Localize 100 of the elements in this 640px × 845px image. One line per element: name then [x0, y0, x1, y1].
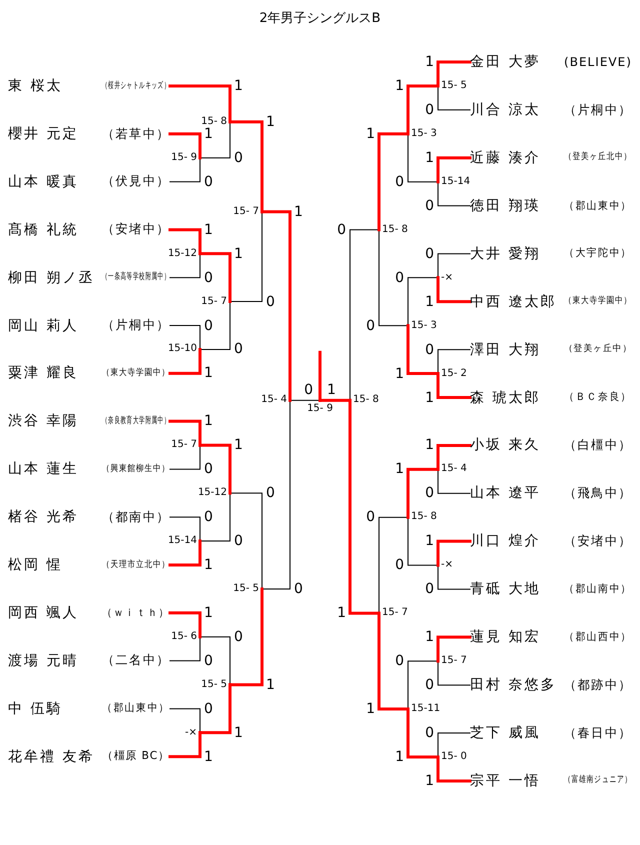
bracket-line: [170, 708, 200, 734]
bracket-line: [170, 516, 200, 542]
player-name: 蓮見 知宏: [470, 630, 540, 644]
bracket-line: [438, 732, 470, 758]
team-name: （興東館柳生中）: [102, 464, 170, 474]
player-name: 楮谷 光希: [8, 510, 78, 524]
bracket-line: [198, 444, 232, 495]
result-number: 1: [204, 750, 213, 764]
match-score: 15- 8: [382, 224, 408, 235]
result-number: 0: [234, 630, 243, 644]
bracket-line: [170, 444, 200, 470]
team-name: （片桐中）: [102, 319, 170, 332]
player-name: 宗平 一悟: [470, 774, 540, 788]
result-number: 1: [234, 726, 243, 740]
player-name: 渡場 元晴: [8, 654, 78, 668]
match-score: 15- 8: [353, 395, 379, 406]
match-score: -×: [441, 560, 453, 570]
bracket-line: [438, 253, 470, 278]
team-name: （郡山西中）: [564, 632, 632, 642]
player-name: 中西 遼太郎: [470, 294, 556, 309]
bracket-line: [436, 156, 472, 184]
bracket-line: [378, 612, 410, 711]
player-name: 川口 煌介: [470, 534, 540, 548]
bracket-line: [290, 400, 320, 401]
bracket-line: [168, 420, 202, 447]
bracket-line: [350, 229, 380, 401]
player-name: 青砥 大地: [470, 582, 540, 596]
bracket-line: [436, 60, 472, 88]
result-number: 1: [425, 390, 434, 404]
bracket-line: [436, 372, 472, 399]
result-number: 0: [337, 222, 346, 237]
bracket-line: [438, 181, 470, 206]
result-number: 0: [395, 558, 404, 572]
result-number: 0: [204, 174, 213, 189]
result-number: 0: [425, 678, 434, 692]
match-score: 15-12: [198, 488, 227, 498]
result-number: 1: [395, 462, 404, 476]
bracket-line: [168, 611, 202, 638]
match-score: 15- 8: [411, 512, 437, 522]
bracket-line: [230, 211, 262, 302]
bracket-line: [260, 210, 292, 402]
bracket-line: [408, 133, 438, 182]
player-name: 東 桜太: [8, 79, 62, 93]
result-number: 0: [204, 702, 213, 716]
player-name: 中 伍騎: [8, 702, 62, 716]
result-number: 0: [366, 510, 375, 524]
player-name: 櫻井 元定: [8, 126, 78, 141]
match-score: 15- 5: [201, 680, 227, 690]
player-name: 岡山 莉人: [8, 318, 78, 332]
bracket-line: [170, 325, 200, 350]
bracket-line: [168, 132, 202, 160]
team-name: （安堵中）: [564, 534, 632, 548]
team-name: （登美ヶ丘北中）: [564, 153, 632, 162]
bracket-line: [170, 253, 200, 278]
player-name: 田村 奈悠多: [470, 678, 556, 692]
match-score: 15- 7: [382, 608, 408, 618]
result-number: 0: [425, 486, 434, 500]
match-score: 15- 5: [233, 584, 259, 594]
bracket-line: [406, 324, 440, 376]
result-number: 0: [425, 246, 434, 261]
result-number: 1: [266, 114, 275, 129]
team-name: （桜井シャトルキッズ）: [102, 82, 170, 90]
bracket-line: [436, 540, 472, 567]
bracket-line: [170, 636, 200, 662]
result-number: 0: [425, 342, 434, 357]
match-score: -×: [185, 728, 197, 738]
team-name: （東大寺学園中）: [564, 297, 632, 306]
team-name: （奈良教育大学附属中）: [102, 416, 170, 426]
player-name: 川合 涼太: [470, 102, 540, 117]
bracket-line: [230, 492, 262, 590]
team-name: （若草中）: [102, 128, 170, 140]
result-number: 1: [425, 294, 434, 309]
result-number: 0: [425, 198, 434, 213]
result-number: 1: [204, 126, 213, 141]
result-number: 0: [395, 174, 404, 189]
result-number: 0: [204, 462, 213, 476]
team-name: （登美ヶ丘中）: [564, 345, 632, 354]
match-score: 15- 7: [171, 440, 197, 450]
bracket-line: [318, 398, 352, 402]
team-name: （片桐中）: [564, 104, 632, 116]
bracket-line: [408, 660, 438, 710]
team-name: （大宇陀中）: [564, 248, 632, 259]
bracket-line: [438, 468, 470, 494]
bracket-line: [228, 587, 264, 686]
result-number: 0: [425, 102, 434, 117]
bracket-line: [378, 229, 408, 326]
bracket-line: [262, 400, 290, 590]
team-name: （郡山東中）: [102, 703, 170, 714]
bracket-line: [348, 398, 380, 615]
title: 2年男子シングルスB: [259, 12, 381, 25]
match-score: 15-14: [168, 536, 197, 546]
match-score: 15- 7: [233, 206, 259, 217]
result-number: 1: [425, 55, 434, 69]
bracket-line: [200, 492, 230, 542]
result-number: 1: [234, 438, 243, 452]
result-number: 1: [204, 558, 213, 572]
team-name: （都南中）: [102, 510, 170, 524]
match-score: 15- 9: [307, 404, 333, 414]
match-score: 15- 6: [171, 632, 197, 642]
result-number: 0: [204, 318, 213, 332]
